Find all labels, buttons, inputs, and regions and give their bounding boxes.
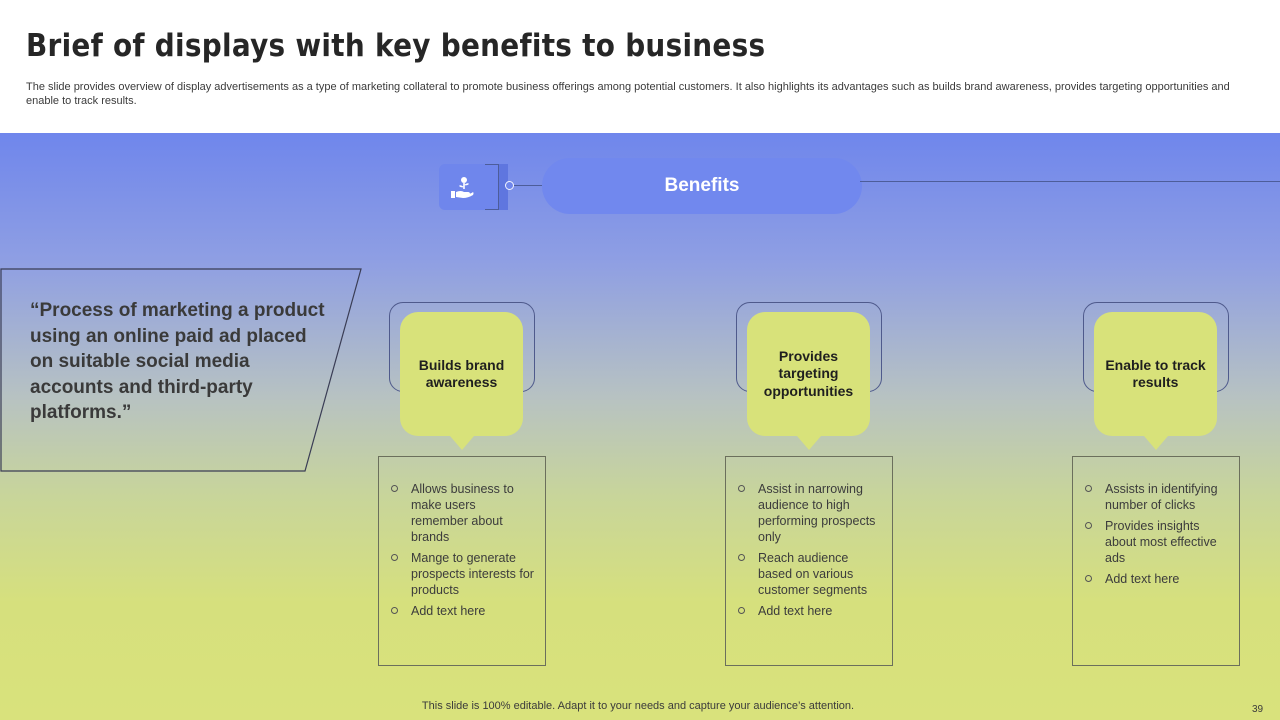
slide-subtitle: The slide provides overview of display a…: [26, 81, 1230, 107]
bullet-icon: [1085, 485, 1092, 492]
benefit-title-3: Enable to track results: [1105, 356, 1206, 391]
list-item: Assist in narrowing audience to high per…: [738, 481, 882, 545]
benefit-title-1: Builds brand awareness: [418, 356, 505, 391]
bullet-icon: [1085, 575, 1092, 582]
page-number: 39: [1252, 704, 1264, 715]
definition-quote: “Process of marketing a product using an…: [30, 300, 325, 423]
bullet-icon: [1085, 522, 1092, 529]
benefit-list-1: Allows business to make users remember a…: [378, 456, 546, 666]
list-item: Reach audience based on various customer…: [738, 550, 882, 598]
money-plant-hand-icon: [439, 164, 485, 210]
icon-tab: [485, 164, 499, 210]
quote-panel: [0, 268, 362, 472]
list-item: Add text here: [1085, 571, 1229, 587]
benefit-callout-3: Enable to track results: [1094, 312, 1217, 450]
gradient-background: [0, 133, 1280, 720]
bullet-icon: [391, 607, 398, 614]
list-item: Allows business to make users remember a…: [391, 481, 535, 545]
bullet-icon: [391, 554, 398, 561]
connector-dot: [505, 181, 514, 190]
benefit-callout-2: Provides targeting opportunities: [747, 312, 870, 450]
benefits-heading-pill: Benefits: [542, 158, 862, 214]
list-item: Assists in identifying number of clicks: [1085, 481, 1229, 513]
list-item: Provides insights about most effective a…: [1085, 518, 1229, 566]
list-item: Add text here: [738, 603, 882, 619]
benefit-callout-1: Builds brand awareness: [400, 312, 523, 450]
benefit-title-2: Provides targeting opportunities: [763, 347, 854, 399]
benefit-list-2: Assist in narrowing audience to high per…: [725, 456, 893, 666]
footer-note: This slide is 100% editable. Adapt it to…: [0, 700, 1280, 712]
bullet-icon: [738, 554, 745, 561]
bullet-icon: [738, 485, 745, 492]
list-item: Mange to generate prospects interests fo…: [391, 550, 535, 598]
footer-text: This slide is 100% editable. Adapt it to…: [421, 700, 855, 712]
icon-tab-edge: [499, 164, 508, 210]
benefit-list-3: Assists in identifying number of clicks …: [1072, 456, 1240, 666]
list-item: Add text here: [391, 603, 535, 619]
slide-title: Brief of displays with key benefits to b…: [26, 28, 766, 64]
heading-rule: [860, 181, 1280, 182]
bullet-icon: [391, 485, 398, 492]
connector-line: [514, 185, 542, 186]
bullet-icon: [738, 607, 745, 614]
